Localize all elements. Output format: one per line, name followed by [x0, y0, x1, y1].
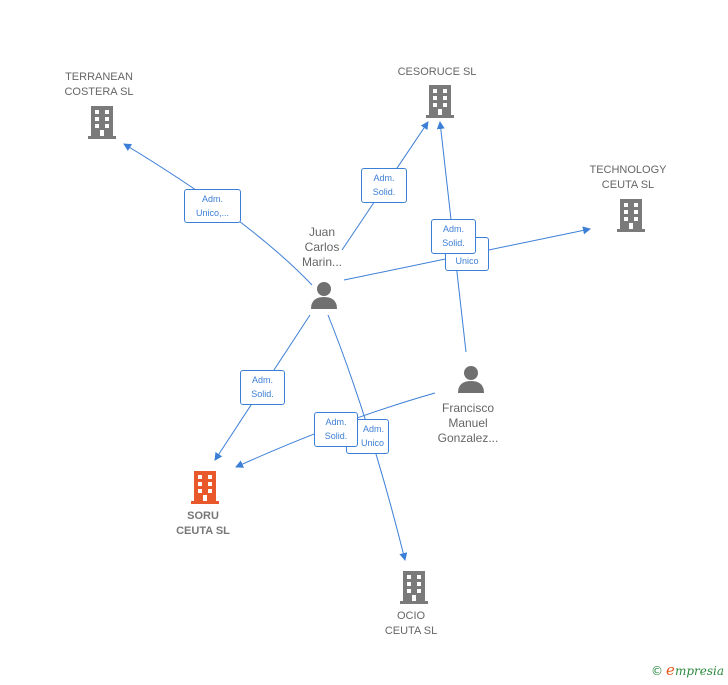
brand-copyright: ©empresia	[651, 661, 724, 679]
edge-label-juan-terranean: Adm. Unico,...	[184, 189, 241, 223]
building-icon[interactable]	[424, 83, 456, 119]
company-label-ocio[interactable]: OCIO CEUTA SL	[384, 610, 438, 637]
edge-label-francisco-cesoruce: Adm. Solid.	[431, 219, 476, 254]
company-label-terranean[interactable]: TERRANEAN COSTERA SL	[64, 71, 134, 98]
edge-label-juan-soru: Adm. Solid.	[240, 370, 285, 405]
edge-label-francisco-soru: Adm. Solid.	[314, 412, 358, 447]
edge-label-juan-cesoruce: Adm. Solid.	[361, 168, 407, 203]
building-icon[interactable]	[86, 104, 118, 140]
building-icon[interactable]	[615, 197, 647, 233]
building-icon[interactable]	[398, 569, 430, 605]
person-icon[interactable]	[456, 364, 486, 394]
company-label-cesoruce[interactable]: CESORUCE SL	[397, 66, 477, 78]
person-icon[interactable]	[309, 280, 339, 310]
company-label-soru[interactable]: SORU CEUTA SL	[176, 510, 230, 537]
brand-name: mpresia	[674, 664, 724, 678]
brand-initial: e	[666, 661, 675, 679]
building-icon-highlighted[interactable]	[189, 469, 221, 505]
copyright-symbol: ©	[651, 664, 664, 678]
person-label-juan[interactable]: Juan Carlos Marin...	[301, 225, 343, 269]
person-label-francisco[interactable]: Francisco Manuel Gonzalez...	[437, 401, 499, 445]
company-label-technology[interactable]: TECHNOLOGY CEUTA SL	[589, 164, 667, 191]
